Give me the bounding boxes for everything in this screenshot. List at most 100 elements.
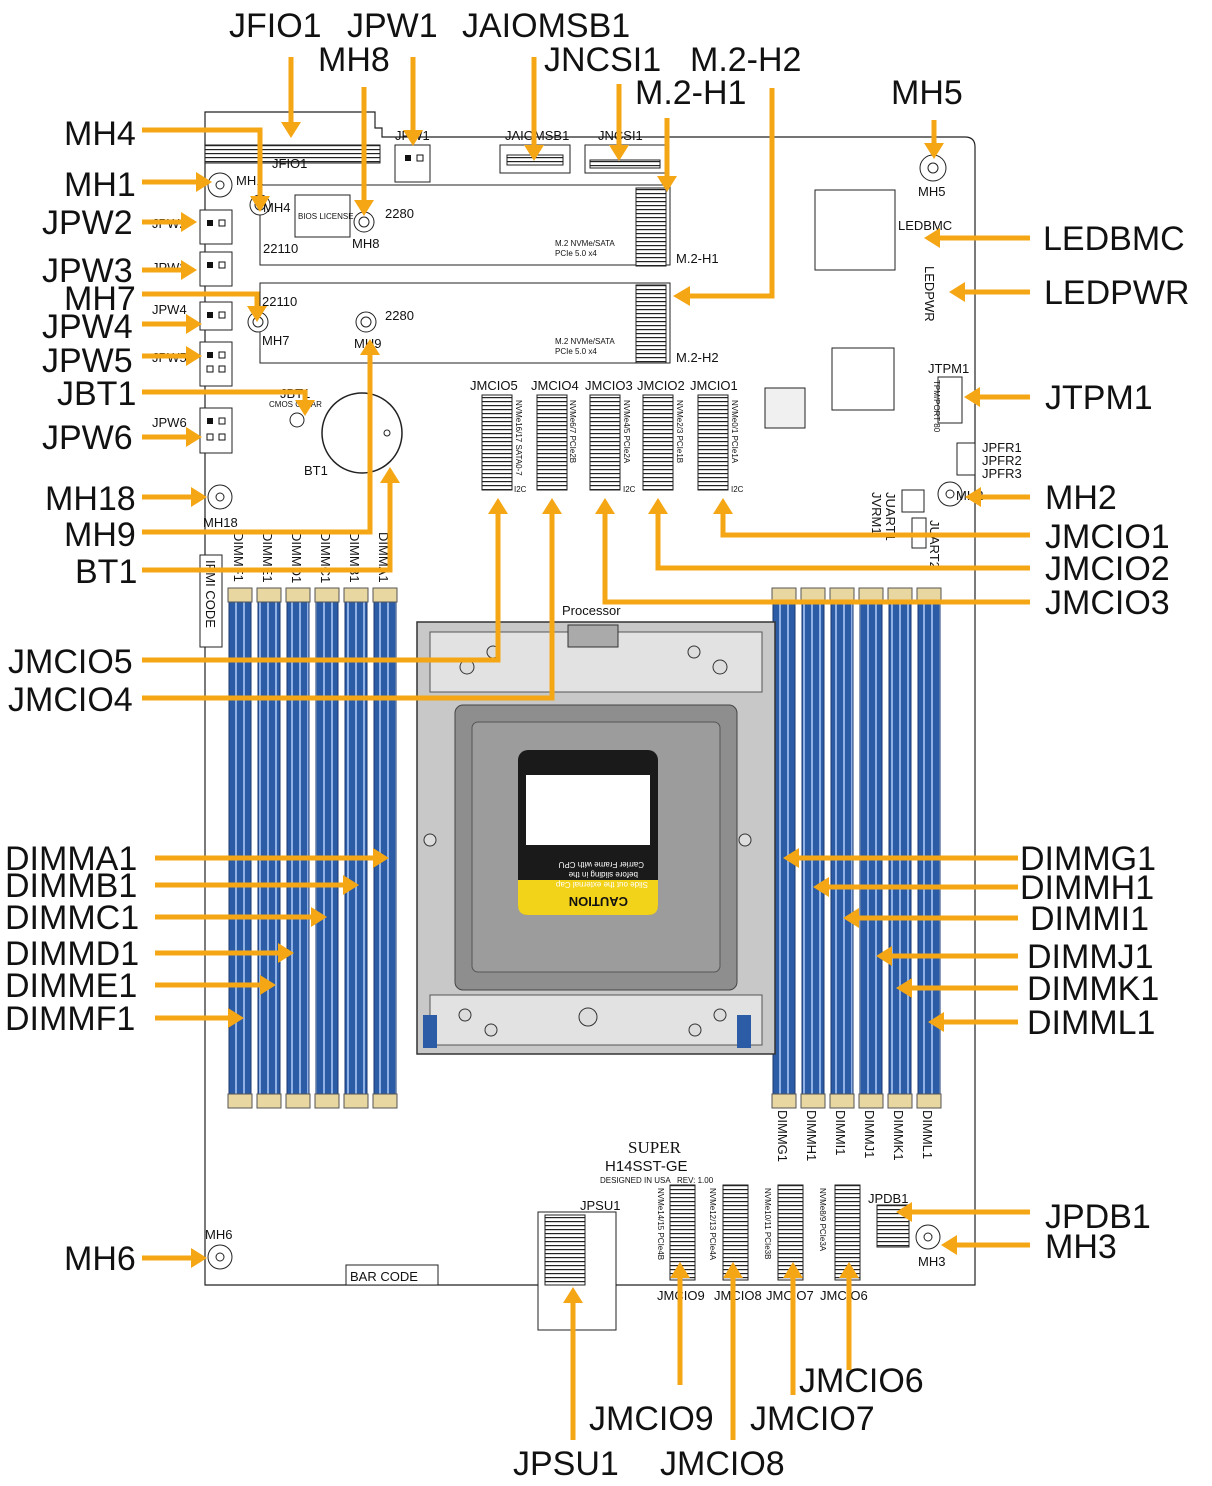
m2-h1-board-label: M.2-H1 (676, 251, 719, 266)
svg-text:BAR CODE: BAR CODE (350, 1269, 418, 1284)
jmcio2-connector (642, 394, 674, 491)
callout-mh18: MH18 (45, 480, 136, 518)
callout-jmcio8: JMCIO8 (660, 1445, 785, 1483)
callout-m2h2: M.2-H2 (690, 41, 801, 79)
callout-jmcio1: JMCIO1 (1045, 518, 1170, 556)
dimm-slot-dimmc1 (315, 599, 339, 1097)
jfio1-connector (204, 144, 381, 164)
dimm-slot-dimmk1 (888, 599, 912, 1097)
svg-text:JPDB1: JPDB1 (868, 1191, 908, 1206)
svg-text:NVMe4/5 PCIe2A: NVMe4/5 PCIe2A (622, 400, 631, 464)
svg-text:JMCIO2: JMCIO2 (637, 378, 685, 393)
callout-mh9: MH9 (64, 516, 136, 554)
jmcio3-connector (589, 394, 621, 491)
callout-jmcio9: JMCIO9 (589, 1400, 714, 1438)
callout-jpw3: JPW3 (42, 252, 133, 290)
callout-labels: JFIO1 JPW1 JAIOMSB1 MH8 JNCSI1 M.2-H2 M.… (5, 7, 1189, 1483)
svg-text:I2C: I2C (514, 485, 527, 494)
svg-text:BIOS LICENSE: BIOS LICENSE (298, 212, 354, 221)
callout-mh6: MH6 (64, 1240, 136, 1278)
callout-dimmf1: DIMMF1 (5, 1000, 135, 1038)
svg-text:BT1: BT1 (304, 463, 328, 478)
m2-h2-area (259, 282, 671, 364)
jmcio5-connector (481, 394, 513, 491)
svg-text:JMCIO6: JMCIO6 (820, 1288, 868, 1303)
callout-jmcio4: JMCIO4 (8, 681, 133, 719)
dimm-latch (227, 587, 253, 603)
svg-text:MH3: MH3 (918, 1254, 945, 1269)
chip-3 (764, 387, 806, 429)
callout-ledpwr: LEDPWR (1044, 274, 1189, 312)
svg-text:2280: 2280 (385, 206, 414, 221)
dimm-slot-dimme1 (257, 599, 281, 1097)
jpw5-connector (199, 341, 233, 387)
bar-code-sticker (345, 1264, 439, 1286)
mh1-hole (207, 172, 233, 198)
svg-text:JMCIO8: JMCIO8 (714, 1288, 762, 1303)
bt1-battery (321, 392, 403, 474)
processor-label: Processor (562, 603, 621, 618)
svg-text:NVMe2/3 PCIe1B: NVMe2/3 PCIe1B (675, 400, 684, 463)
callout-dimmb1: DIMMB1 (5, 867, 137, 905)
jmcio7-connector (777, 1184, 804, 1281)
dimm-latch (887, 1093, 913, 1109)
dimm-slot-dimmh1 (801, 599, 825, 1097)
svg-text:MH1: MH1 (236, 173, 263, 188)
dimm-latch (285, 1093, 311, 1109)
svg-text:PCIe 5.0 x4: PCIe 5.0 x4 (555, 249, 597, 258)
callout-jbt1: JBT1 (57, 375, 136, 413)
svg-text:NVMe6/7 PCIe2B: NVMe6/7 PCIe2B (568, 400, 577, 463)
jpw4-connector (199, 301, 233, 331)
svg-text:JMCIO7: JMCIO7 (766, 1288, 814, 1303)
svg-text:NVMe10/11 PCIe3B: NVMe10/11 PCIe3B (763, 1188, 772, 1259)
svg-text:M.2 NVMe/SATA: M.2 NVMe/SATA (555, 239, 615, 248)
callout-bt1: BT1 (75, 553, 137, 591)
callout-dimmk1: DIMMK1 (1027, 970, 1159, 1008)
jbt1-jumper (289, 412, 305, 428)
svg-text:22110: 22110 (262, 294, 297, 309)
brand-logo: SUPER (628, 1138, 682, 1157)
dimm-latch (314, 1093, 340, 1109)
callout-mh3: MH3 (1045, 1228, 1117, 1266)
svg-text:before sliding in the: before sliding in the (568, 870, 638, 879)
svg-text:DESIGNED IN USA: DESIGNED IN USA (600, 1176, 671, 1185)
dimm-label-dimmk1: DIMMK1 (891, 1110, 906, 1161)
svg-text:JPW6: JPW6 (152, 415, 187, 430)
m2-h1-slot (635, 187, 667, 267)
board-model: H14SST-GE (605, 1158, 688, 1175)
callout-jpdb1: JPDB1 (1045, 1198, 1151, 1236)
dimm-label-dimme1: DIMME1 (260, 532, 275, 583)
svg-text:NVMe0/1 PCIe1A: NVMe0/1 PCIe1A (730, 400, 739, 464)
svg-text:JTPM1: JTPM1 (928, 361, 969, 376)
dimm-slot-dimmg1 (772, 599, 796, 1097)
svg-text:MH8: MH8 (352, 236, 379, 251)
callout-dimma1: DIMMA1 (5, 840, 137, 878)
svg-text:MH18: MH18 (203, 515, 238, 530)
svg-text:JMCIO5: JMCIO5 (470, 378, 518, 393)
callout-dimmh1: DIMMH1 (1020, 869, 1154, 907)
callout-dimmd1: DIMMD1 (5, 935, 139, 973)
svg-text:I2C: I2C (623, 485, 636, 494)
svg-text:JPFR2: JPFR2 (982, 453, 1022, 468)
callout-dimmj1: DIMMJ1 (1027, 938, 1154, 976)
dimm-latch (916, 1093, 942, 1109)
callout-m2h1: M.2-H1 (635, 74, 746, 112)
jfio1-board-label: JFIO1 (272, 156, 307, 171)
callout-dimmc1: DIMMC1 (5, 899, 139, 937)
svg-text:MH5: MH5 (918, 184, 945, 199)
dimm-slot-dimmj1 (859, 599, 883, 1097)
jmcio1-connector (697, 394, 729, 491)
callout-mh7: MH7 (64, 280, 136, 318)
jmcio4-connector (536, 394, 568, 491)
dimm-latch (858, 1093, 884, 1109)
callout-ledbmc: LEDBMC (1043, 220, 1185, 258)
callout-jpw1: JPW1 (347, 7, 438, 45)
dimm-latch (800, 1093, 826, 1109)
mh6-hole (207, 1244, 233, 1270)
jmcio9-connector (669, 1184, 696, 1281)
mh5-hole (919, 154, 947, 182)
callout-jncsi1: JNCSI1 (544, 41, 661, 79)
jtpm1-header (937, 376, 963, 424)
dimm-latch (771, 1093, 797, 1109)
callout-arrows (142, 57, 1030, 1440)
